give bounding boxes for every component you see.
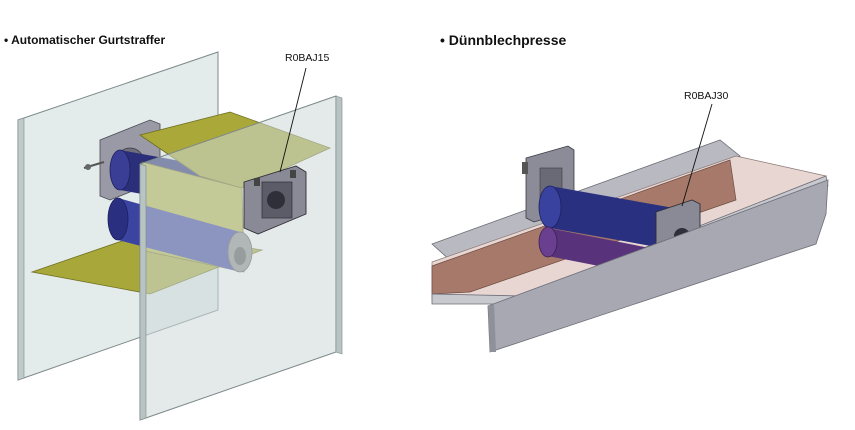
belt-tensioner-illustration bbox=[17, 51, 343, 421]
belt-tensioner-panel: • Automatischer Gurtstraffer R0BAJ15 bbox=[4, 33, 343, 421]
trough-front-wall bbox=[487, 179, 829, 353]
part-number-label-r0baj15: R0BAJ15 bbox=[285, 52, 330, 64]
right-bearing-bracket bbox=[243, 165, 307, 235]
sheet-press-title: • Dünnblechpresse bbox=[440, 32, 567, 48]
sheet-press-illustration bbox=[431, 103, 829, 353]
belt-tensioner-title: • Automatischer Gurtstraffer bbox=[4, 33, 166, 47]
leader-line-r0baj15 bbox=[279, 67, 307, 173]
leader-line-r0baj30 bbox=[681, 103, 713, 207]
part-number-label-r0baj30: R0BAJ30 bbox=[684, 90, 729, 102]
sheet-press-panel: • Dünnblechpresse R0BAJ30 bbox=[430, 0, 855, 430]
